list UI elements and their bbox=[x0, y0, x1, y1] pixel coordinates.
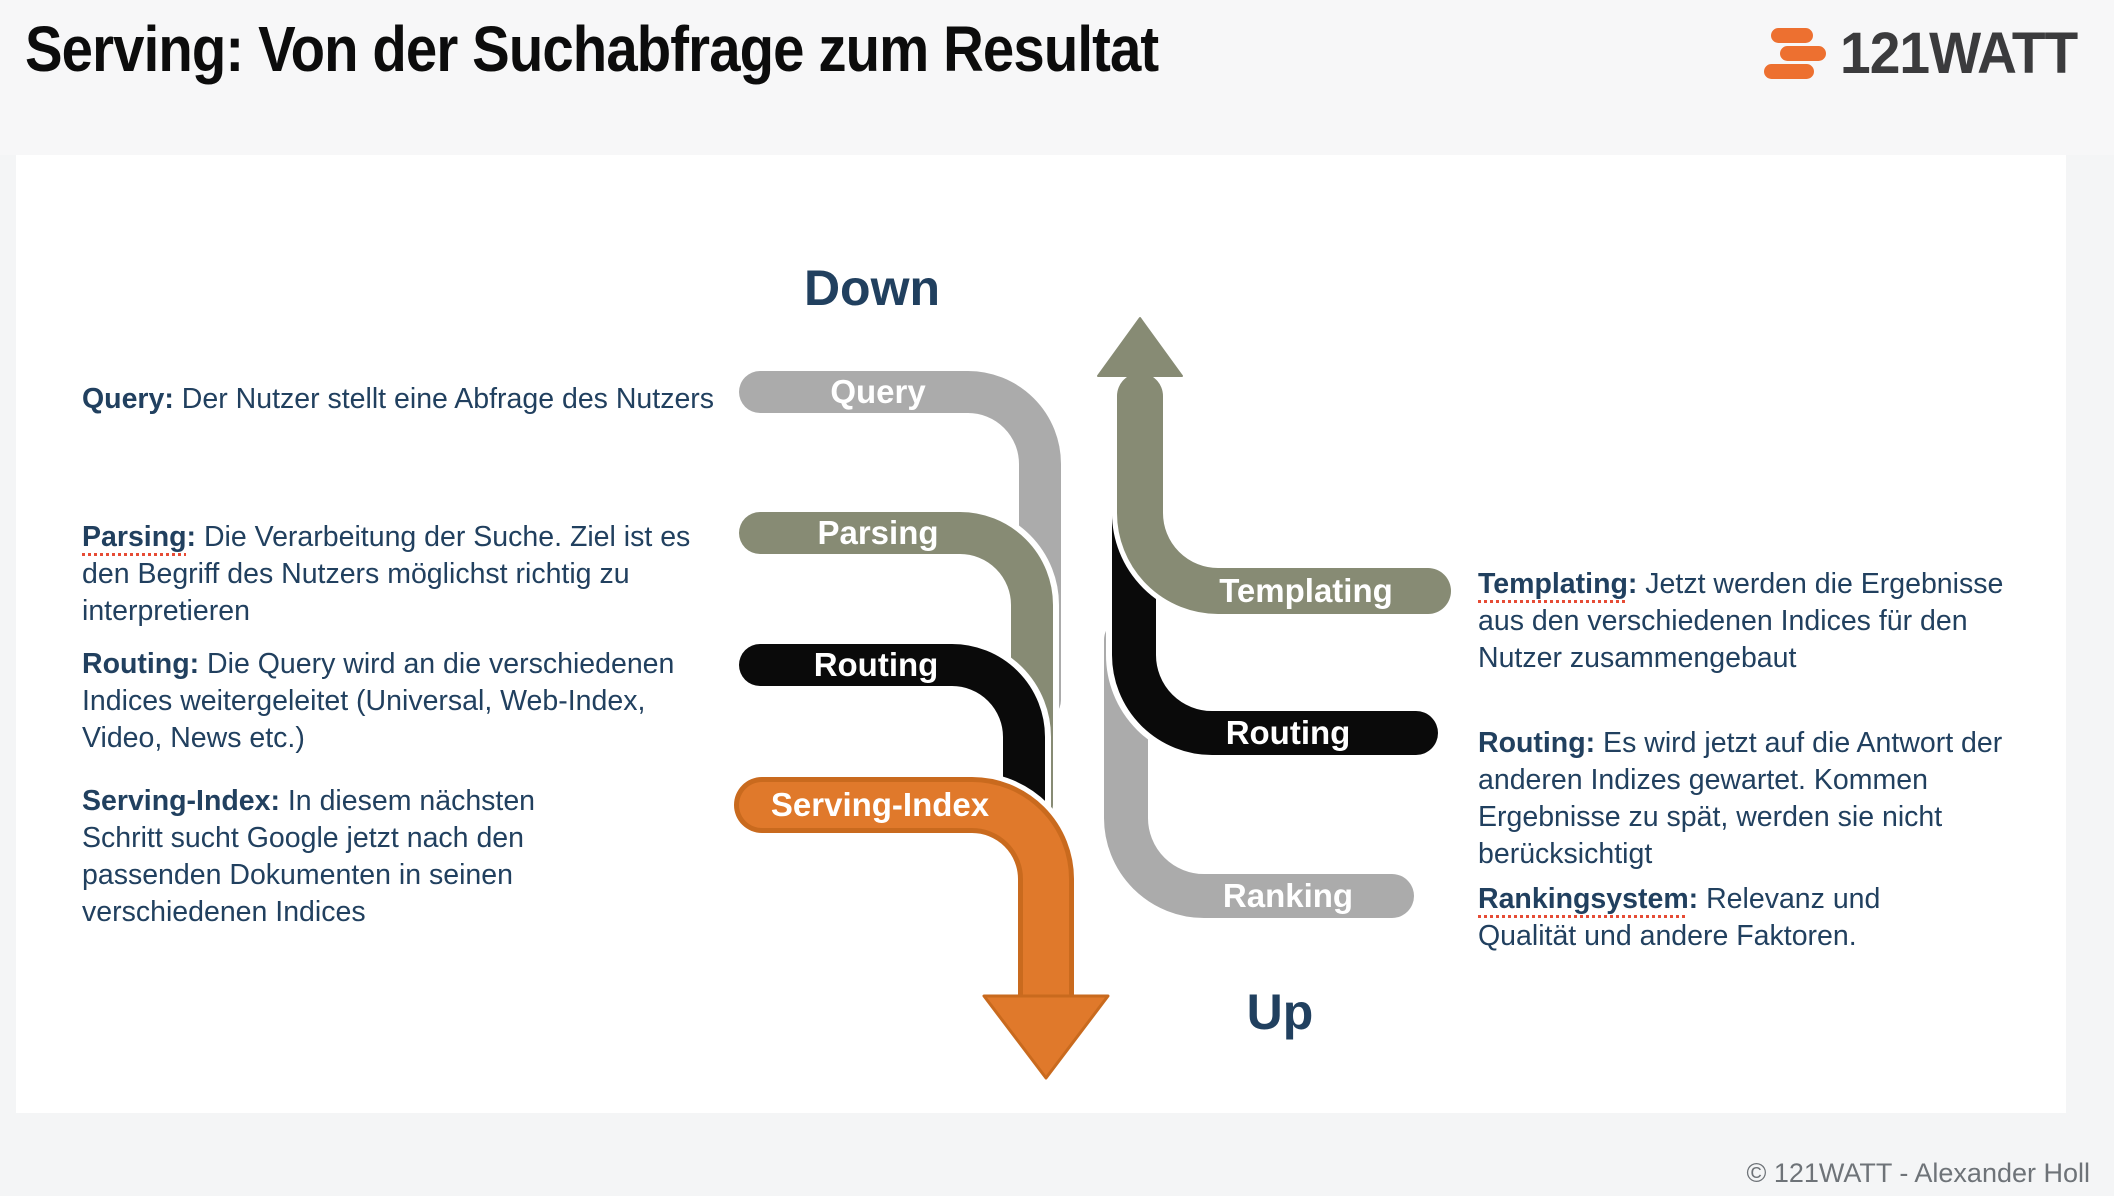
parsing-pipe-label: Parsing bbox=[817, 514, 939, 551]
templating-pipe-label: Templating bbox=[1219, 572, 1393, 609]
serving-index-pipe-label: Serving-Index bbox=[770, 786, 990, 823]
note-query: Query: Der Nutzer stellt eine Abfrage de… bbox=[82, 381, 722, 418]
note-rankingsystem: Rankingsystem: Relevanz und Qualität und… bbox=[1478, 881, 1918, 955]
note-templating-lead: Templating: bbox=[1478, 568, 1638, 600]
routing-up-pipe-label: Routing bbox=[1225, 714, 1351, 751]
note-parsing: Parsing: Die Verarbeitung der Suche. Zie… bbox=[82, 519, 742, 630]
templating-pipe bbox=[1117, 373, 1451, 614]
logo-text: 121WATT bbox=[1840, 21, 2078, 86]
ranking-pipe-label: Ranking bbox=[1222, 877, 1354, 914]
down-arrowhead-icon bbox=[982, 994, 1110, 1080]
parsing-pipe bbox=[739, 512, 1053, 826]
page-title: Serving: Von der Suchabfrage zum Resulta… bbox=[25, 13, 1159, 85]
note-routing-up-lead: Routing: bbox=[1478, 727, 1596, 759]
copyright-text: © 121WATT - Alexander Holl bbox=[1746, 1158, 2090, 1188]
note-serving-index: Serving-Index: In diesem nächsten Schrit… bbox=[82, 783, 562, 931]
note-query-lead: Query: bbox=[82, 383, 174, 415]
note-routing-down: Routing: Die Query wird an die verschied… bbox=[82, 646, 722, 757]
query-pipe bbox=[739, 371, 1061, 721]
header bbox=[0, 0, 2114, 155]
logo-bar-middle bbox=[1780, 46, 1827, 61]
note-routing-down-lead: Routing: bbox=[82, 648, 200, 680]
logo-bar-bottom bbox=[1764, 64, 1815, 79]
note-serving-index-body: In diesem nächsten Schritt sucht Google … bbox=[82, 785, 536, 928]
note-serving-index-lead: Serving-Index: bbox=[82, 785, 280, 817]
note-templating: Templating: Jetzt werden die Ergebnisse … bbox=[1478, 566, 2048, 677]
note-routing-up: Routing: Es wird jetzt auf die Antwort d… bbox=[1478, 725, 2018, 873]
note-parsing-lead: Parsing: bbox=[82, 521, 197, 553]
down-label: Down bbox=[803, 260, 941, 316]
routing-down-pipe bbox=[739, 644, 1045, 839]
logo-bar-top bbox=[1771, 28, 1814, 43]
note-rankingsystem-lead: Rankingsystem: bbox=[1478, 883, 1699, 915]
ranking-pipe bbox=[1104, 618, 1414, 918]
query-pipe-label: Query bbox=[830, 373, 926, 410]
note-routing-down-body: Die Query wird an die verschiedenen Indi… bbox=[82, 648, 675, 754]
up-arrowhead-icon bbox=[1097, 317, 1183, 377]
note-templating-body: Jetzt werden die Ergebnisse aus den vers… bbox=[1478, 568, 2004, 674]
routing-down-pipe-label: Routing bbox=[813, 646, 939, 683]
up-label: Up bbox=[1246, 984, 1314, 1040]
note-rankingsystem-body: Relevanz und Qualität und andere Faktore… bbox=[1478, 883, 1881, 952]
note-parsing-body: Die Verarbeitung der Suche. Ziel ist es … bbox=[82, 521, 691, 627]
logo: 121WATT bbox=[1764, 20, 2090, 87]
routing-up-pipe bbox=[1112, 498, 1438, 755]
note-routing-up-body: Es wird jetzt auf die Antwort der andere… bbox=[1478, 727, 2003, 870]
logo-bars-icon bbox=[1764, 28, 1827, 79]
serving-index-pipe bbox=[739, 782, 1069, 1023]
note-query-body: Der Nutzer stellt eine Abfrage des Nutze… bbox=[173, 383, 715, 415]
